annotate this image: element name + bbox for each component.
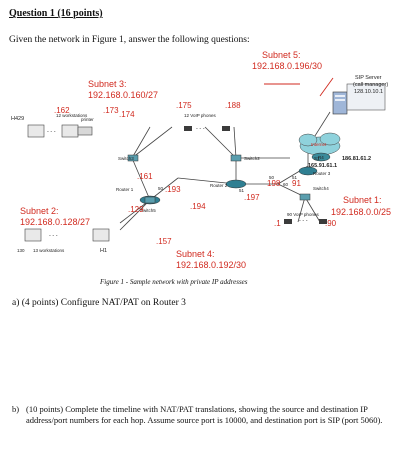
- ip-174: .174: [119, 110, 135, 119]
- ip-90: .90: [325, 219, 337, 228]
- router1-label: Router 1: [116, 187, 134, 192]
- ip-51b: 51: [292, 175, 298, 180]
- part-a-text: a) (4 points) Configure NAT/PAT on Route…: [12, 298, 186, 308]
- printer-label: printer: [81, 117, 94, 122]
- subnet4-name: Subnet 4:: [176, 249, 215, 259]
- dots-b: - - -: [196, 126, 205, 132]
- host-h1-label: H1: [100, 248, 107, 254]
- subnet4-cidr: 192.168.0.192/30: [176, 260, 246, 270]
- ip-193: .193: [165, 185, 181, 194]
- voip12-label: 12 VoIP phones: [184, 113, 216, 118]
- printer-icon: [77, 126, 93, 136]
- ip-173: .173: [103, 106, 119, 115]
- question-title: Question 1 (16 points): [9, 8, 103, 19]
- subnet3-cidr: 192.168.0.160/27: [88, 90, 158, 100]
- ip-188: .188: [225, 101, 241, 110]
- ip-60: 60: [283, 182, 289, 187]
- part-b-text: (10 points) Complete the timeline with N…: [26, 404, 383, 425]
- dots-c: - - -: [49, 233, 58, 239]
- sip-server-title: SIP Server: [355, 75, 382, 81]
- ip-175: .175: [176, 101, 192, 110]
- switch2-label: Switch2: [244, 156, 260, 161]
- r3-public-ip: 165.91.61.1: [308, 163, 337, 169]
- question-prompt: Given the network in Figure 1, answer th…: [9, 35, 250, 45]
- part-b-block: b) (10 points) Complete the timeline wit…: [12, 404, 404, 425]
- r4-public-ip: 186.81.61.2: [342, 156, 371, 162]
- switch3-icon: [127, 154, 139, 162]
- ws13-num-label: 130: [17, 248, 25, 253]
- sip-server-icon: [332, 83, 386, 115]
- switch4-label: Switch4: [313, 186, 329, 191]
- ip-50: 50: [158, 186, 164, 191]
- ip-162: .162: [54, 106, 70, 115]
- subnet1-name: Subnet 1:: [343, 195, 382, 205]
- switch4-icon: [299, 193, 311, 201]
- r4-label: R4: [318, 155, 324, 160]
- sip-server-subtitle: (call manager): [353, 82, 388, 88]
- phone-icon: [184, 126, 327, 224]
- workstation-icon: [24, 124, 110, 242]
- router3-icon: [298, 166, 318, 176]
- router4-icon: [311, 152, 331, 162]
- internet-label: Internet: [311, 142, 327, 147]
- switch3-label: Switch3: [118, 156, 134, 161]
- subnet2-cidr: 192.168.0.128/27: [20, 217, 90, 227]
- sip-server-ip: 128.10.10.1: [354, 89, 383, 95]
- part-b-label: b): [12, 404, 20, 414]
- router3-label: Router 3: [313, 171, 331, 176]
- subnet5-cidr: 192.168.0.196/30: [252, 61, 322, 71]
- ip-198: 198: [267, 179, 281, 188]
- router2-icon: [225, 179, 247, 189]
- ip-129: .129: [128, 205, 144, 214]
- ws12-label: 12 workstations: [56, 113, 88, 118]
- figure-caption: Figure 1 - Sample network with private I…: [100, 278, 248, 286]
- ws13-label: 13 workstations: [33, 248, 65, 253]
- ip-194: .194: [190, 202, 206, 211]
- ip-50b: 50: [269, 175, 275, 180]
- network-figure: Subnet 5: 192.168.0.196/30 Subnet 3: 192…: [11, 50, 391, 270]
- dots-a: - - -: [47, 129, 56, 135]
- ip-91: 91: [292, 179, 301, 188]
- s1-label: S1: [314, 156, 320, 161]
- router2-label: Router 2: [210, 183, 228, 188]
- switch5-label: Switch5: [140, 208, 156, 213]
- ip-157: .157: [156, 237, 172, 246]
- subnet1-cidr: 192.168.0.0/25: [331, 207, 391, 217]
- ip-197: .197: [244, 193, 260, 202]
- subnet3-name: Subnet 3:: [88, 79, 127, 89]
- subnet5-name: Subnet 5:: [262, 50, 301, 60]
- host-h429-label: H429: [11, 116, 24, 122]
- ip-51: 51: [239, 188, 245, 193]
- voip90-label: 90 VoIP phones: [287, 212, 319, 217]
- dots-d: - - -: [299, 218, 308, 224]
- switch2-icon: [230, 154, 242, 162]
- switch5-icon: [144, 196, 156, 204]
- ip-1: .1: [274, 219, 281, 228]
- subnet2-name: Subnet 2:: [20, 206, 59, 216]
- ip-161: .161: [137, 172, 153, 181]
